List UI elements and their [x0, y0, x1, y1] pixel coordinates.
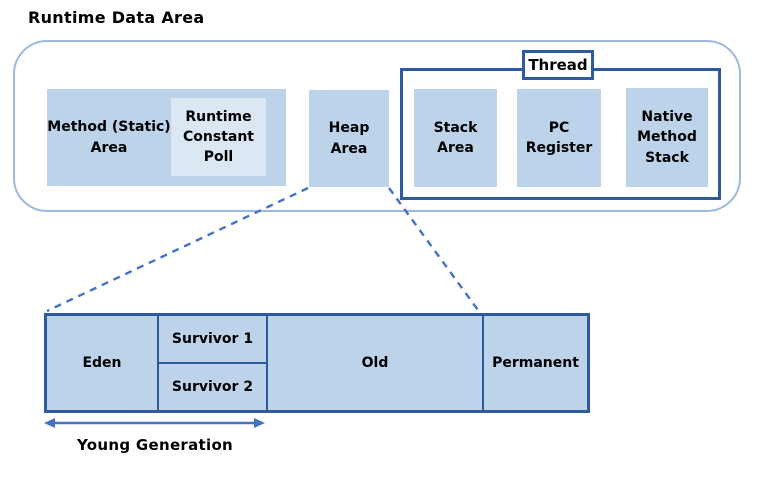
runtime-constant-pool-box: Runtime Constant Poll	[171, 98, 266, 176]
survivor1-label: Survivor 1	[171, 331, 254, 347]
old-label: Old	[361, 355, 389, 371]
permanent-segment: Permanent	[484, 316, 587, 410]
stack-area-box: Stack Area	[414, 89, 497, 187]
young-generation-arrow	[44, 418, 265, 428]
eden-segment: Eden	[47, 316, 159, 410]
heap-area-label: Heap Area	[328, 120, 370, 157]
native-method-stack-box: Native Method Stack	[626, 88, 708, 187]
pc-register-label: PC Register	[525, 119, 593, 156]
pc-register-box: PC Register	[517, 89, 601, 187]
permanent-label: Permanent	[492, 355, 579, 371]
heap-detail-strip: Eden Survivor 1 Survivor 2 Old Permanent	[44, 313, 590, 413]
diagram-title: Runtime Data Area	[28, 8, 205, 27]
method-area-label: Method (Static) Area	[47, 119, 171, 156]
heap-area-box: Heap Area	[309, 90, 389, 187]
method-area-box: Method (Static) Area Runtime Constant Po…	[47, 89, 286, 186]
runtime-data-area-container	[13, 40, 741, 212]
young-generation-label: Young Generation	[76, 436, 234, 454]
survivor2-segment: Survivor 2	[159, 364, 266, 410]
old-segment: Old	[268, 316, 484, 410]
stack-area-label: Stack Area	[433, 119, 478, 156]
eden-label: Eden	[82, 355, 122, 371]
runtime-constant-pool-label: Runtime Constant Poll	[183, 108, 254, 166]
survivor1-segment: Survivor 1	[159, 316, 266, 364]
thread-label-box: Thread	[522, 50, 594, 80]
survivor2-label: Survivor 2	[171, 379, 254, 395]
survivor-column: Survivor 1 Survivor 2	[159, 316, 268, 410]
native-method-stack-label: Native Method Stack	[637, 109, 697, 166]
thread-label: Thread	[528, 56, 588, 74]
